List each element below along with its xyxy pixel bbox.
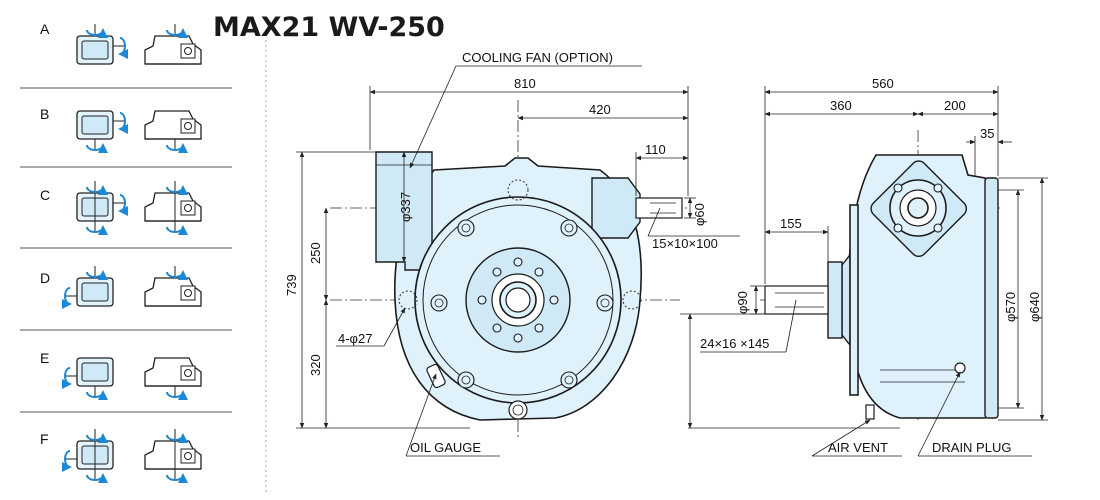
dim-side-shaft-length: 155 <box>780 216 802 231</box>
mount-d-front-icon <box>61 266 114 309</box>
hub-bolts <box>477 257 559 343</box>
mount-b-front-icon <box>76 110 129 154</box>
arrangement-panel: A B C D E F <box>20 21 267 495</box>
mount-e-side-icon <box>144 357 202 401</box>
dim-front-shaft-length: 110 <box>645 142 666 157</box>
mount-f-side-icon <box>144 429 202 484</box>
dim-side-width-right: 200 <box>944 98 966 113</box>
dim-front-key: 15×10×100 <box>652 236 718 251</box>
dim-front-height-total: 739 <box>284 274 299 296</box>
mount-f-front-icon <box>61 429 114 484</box>
label-oil-gauge: OIL GAUGE <box>410 440 481 455</box>
dim-side-width-total: 560 <box>872 76 894 91</box>
dim-front-fan-dia: φ337 <box>398 192 413 222</box>
side-output-shaft <box>764 285 829 315</box>
mount-c-side-icon <box>144 181 202 236</box>
dim-side-shaft-dia: φ90 <box>735 291 750 314</box>
row-label-a: A <box>40 21 50 37</box>
worm-bearing-cover <box>591 177 641 239</box>
row-label-c: C <box>40 187 50 203</box>
diagram-title: MAX21 WV-250 <box>213 12 445 43</box>
side-bearing-cover <box>841 253 851 347</box>
mount-a-front-icon <box>76 24 129 65</box>
input-shaft <box>635 197 683 219</box>
dim-front-upper-height: 250 <box>308 242 323 264</box>
mount-e-front-icon <box>61 357 114 401</box>
output-bore <box>505 287 531 313</box>
dim-front-width-total: 810 <box>514 76 536 91</box>
mount-c-front-icon <box>76 181 129 236</box>
dim-front-width-half: 420 <box>589 102 611 117</box>
dim-front-holes: 4-φ27 <box>338 331 372 346</box>
row-label-d: D <box>40 270 50 286</box>
mount-a-side-icon <box>144 24 202 65</box>
row-label-b: B <box>40 106 49 122</box>
dim-side-key: 24×16 ×145 <box>700 336 769 351</box>
dim-front-shaft-dia: φ60 <box>692 203 707 226</box>
label-air-vent: AIR VENT <box>828 440 888 455</box>
label-cooling-fan: COOLING FAN (OPTION) <box>462 50 613 65</box>
side-output-flange <box>984 177 999 419</box>
side-air-vent <box>865 404 875 420</box>
dim-side-flange-dia-outer: φ640 <box>1027 292 1042 322</box>
label-drain-plug: DRAIN PLUG <box>932 440 1011 455</box>
oil-drain-plug <box>508 400 528 420</box>
side-drain-plug <box>954 362 966 374</box>
mount-b-side-icon <box>144 110 202 154</box>
dim-side-flange: 35 <box>980 126 994 141</box>
side-view: 560 360 200 35 155 φ90 24×16 ×145 φ57 <box>680 76 1048 457</box>
row-label-f: F <box>40 431 49 447</box>
row-label-e: E <box>40 350 49 366</box>
flange-bolts <box>430 219 614 389</box>
dim-front-lower-height: 320 <box>308 354 323 376</box>
dim-side-flange-dia-inner: φ570 <box>1003 292 1018 322</box>
dim-side-width-left: 360 <box>830 98 852 113</box>
front-view: 810 420 110 φ60 15×10×100 φ337 COOLING F… <box>284 50 740 457</box>
mount-d-side-icon <box>144 266 202 307</box>
